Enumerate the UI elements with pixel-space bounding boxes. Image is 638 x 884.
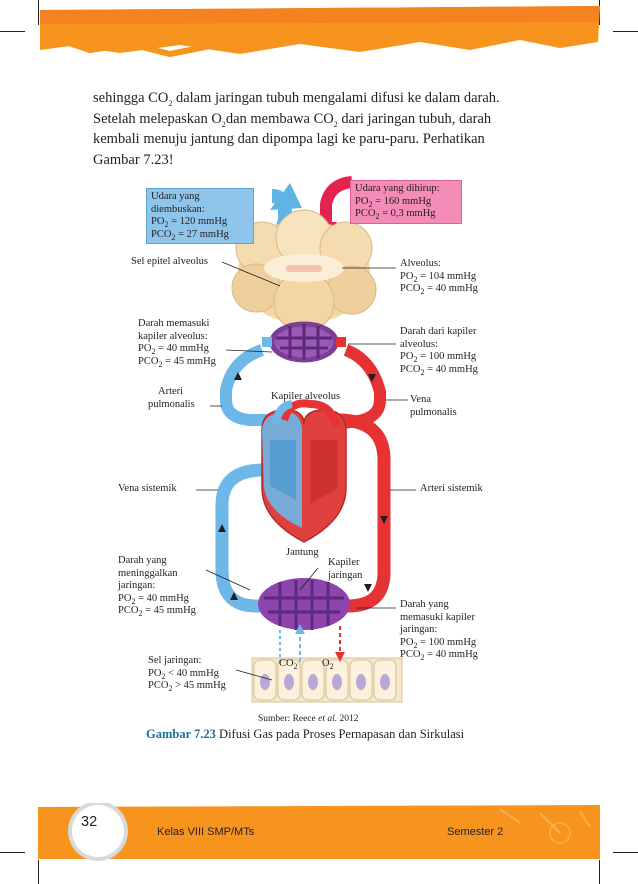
- tissue-capillary: [258, 578, 350, 630]
- label-darah-meninggalkan-jaringan: Darah yang meninggalkan jaringan: PO2 = …: [118, 555, 196, 619]
- crop-mark-br-v: [599, 860, 600, 884]
- figure-caption: Gambar 7.23 Difusi Gas pada Proses Perna…: [146, 727, 465, 741]
- label-alveolus: Alveolus: PO2 = 104 mmHg PCO2 = 40 mmHg: [400, 258, 478, 297]
- label-co2: CO2: [279, 658, 298, 672]
- alveolar-capillary: [269, 321, 339, 363]
- label-jantung: Jantung: [286, 547, 319, 558]
- label-darah-dari-kapiler-alveolus: Darah dari kapiler alveolus: PO2 = 100 m…: [400, 326, 478, 377]
- label-sel-epitel: Sel epitel alveolus: [131, 256, 208, 267]
- label-arteri-sistemik: Arteri sistemik: [420, 483, 483, 494]
- label-darah-memasuki-kapiler-jaringan: Darah yang memasuki kapiler jaringan: PO…: [400, 599, 478, 663]
- inhale-arrow: [320, 176, 353, 226]
- alveolus-sac: [231, 209, 377, 333]
- top-decor-band: [40, 6, 600, 58]
- label-darah-memasuki-kapiler-alveolus: Darah memasuki kapiler alveolus: PO2 = 4…: [138, 318, 216, 369]
- footer-right-text: Semester 2: [447, 826, 504, 838]
- crop-mark-bl-v: [38, 860, 39, 884]
- label-kapiler-alveolus: Kapiler alveolus: [271, 391, 341, 402]
- crop-mark-tr-h: [613, 31, 638, 32]
- tissue-cells: [251, 657, 403, 703]
- heart: [261, 399, 347, 543]
- body-paragraph: sehingga CO2 dalam jaringan tubuh mengal…: [93, 90, 500, 168]
- label-kapiler-jaringan: Kapiler jaringan: [328, 557, 363, 581]
- inhaled-air-box: Udara yang dihirup: PO2 = 160 mmHg PCO2 …: [350, 180, 462, 224]
- label-o2: O2: [322, 658, 334, 672]
- label-arteri-pulmonalis: Arteri pulmonalis: [148, 386, 195, 410]
- label-sel-jaringan: Sel jaringan: PO2 < 40 mmHg PCO2 > 45 mm…: [148, 655, 226, 694]
- crop-mark-tl-v: [38, 0, 39, 25]
- page-number: 32: [81, 814, 98, 830]
- crop-mark-bl-h: [0, 852, 25, 853]
- footer-band: [38, 803, 600, 861]
- crop-mark-br-h: [613, 852, 638, 853]
- label-vena-sistemik: Vena sistemik: [118, 483, 177, 494]
- systemic-vein: [215, 463, 268, 613]
- pulmonary-artery: [220, 344, 268, 426]
- crop-mark-tl-h: [0, 31, 25, 32]
- label-vena-pulmonalis: Vena pulmonalis: [410, 394, 457, 418]
- exhaled-air-box: Udara yang diembuskan: PO2 = 120 mmHg PC…: [146, 188, 254, 244]
- figure-source: Sumber: Reece et al. 2012: [258, 714, 359, 724]
- pulmonary-vein: [337, 344, 386, 430]
- footer-left-text: Kelas VIII SMP/MTs: [157, 826, 255, 838]
